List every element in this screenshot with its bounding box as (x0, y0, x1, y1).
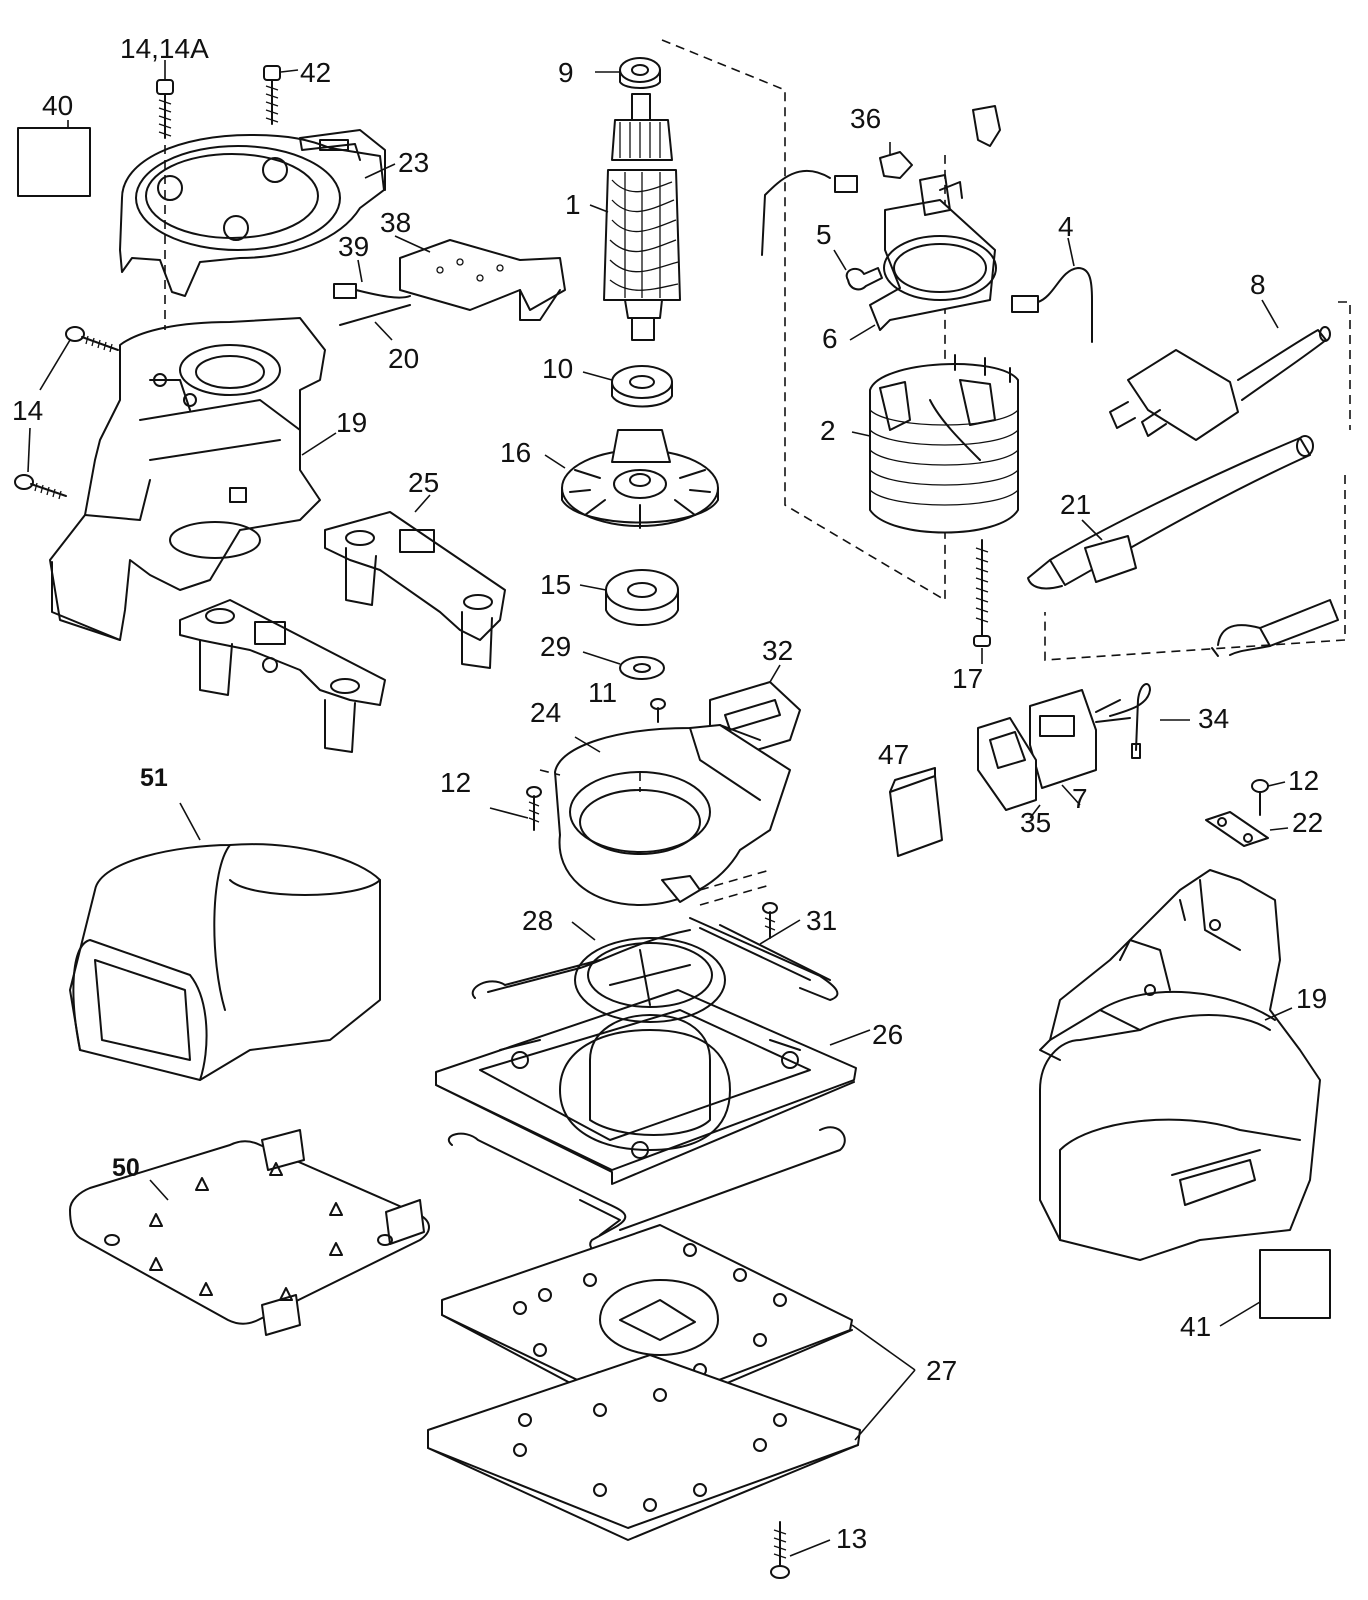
label-21: 21 (1060, 489, 1091, 520)
label-50: 50 (112, 1154, 140, 1182)
part-39-connector (333, 259, 411, 299)
part-26-platen (435, 937, 871, 1185)
part-5-spring (833, 249, 883, 291)
part-12-screw-lower-center (762, 902, 778, 939)
label-16: 16 (500, 437, 531, 468)
part-labels-by-id: 14 15 8 7 35 47 31 27 41 (540, 269, 1266, 1386)
label-9: 9 (558, 57, 574, 88)
part-27-sanding-pad-lower (427, 1354, 916, 1541)
part-14-screw-upper (39, 326, 119, 391)
part-23-top-cover (119, 129, 396, 297)
label-25: 25 (408, 467, 439, 498)
label-39: 39 (338, 231, 369, 262)
part-21-cord-guard (1027, 435, 1314, 590)
label-47-id: 47 (878, 739, 909, 770)
label-6: 6 (822, 323, 838, 354)
part-14-14a-screw (156, 60, 174, 139)
label-41-id: 41 (1180, 1311, 1211, 1342)
part-20-wire (339, 304, 411, 341)
label-42: 42 (300, 57, 331, 88)
label-19-right: 19 (1296, 983, 1327, 1014)
label-14-upper: 14 (12, 395, 43, 426)
part-25-bracket-lower (179, 599, 386, 753)
part-19-housing-left (49, 317, 337, 641)
part-28-spring-clip (471, 921, 691, 999)
part-19-housing-right (1039, 869, 1321, 1261)
part-brush-cap-right (972, 105, 1001, 147)
part-25-bracket-upper (324, 494, 506, 669)
part-labels: 40 14,14A 42 23 38 39 20 14 14 19 25 9 1… (12, 33, 1327, 1554)
part-41-label-plate (1219, 1249, 1331, 1327)
part-42-screw (263, 65, 299, 125)
label-15-id: 15 (540, 569, 571, 600)
part-24-fan-housing (554, 724, 791, 906)
part-38-circuit-board (394, 235, 566, 321)
label-34: 34 (1198, 703, 1229, 734)
label-11: 11 (588, 677, 617, 708)
label-31-id: 31 (806, 905, 837, 936)
label-36: 36 (850, 103, 881, 134)
part-cord-end (1211, 599, 1339, 657)
part-36-brush-cap (879, 142, 913, 179)
label-10: 10 (542, 353, 573, 384)
label-12-right: 12 (1288, 765, 1319, 796)
part-1-armature (589, 93, 681, 341)
part-40-label-plate (17, 120, 91, 197)
part-29-washer (582, 651, 665, 680)
part-2-field-coil (851, 354, 1019, 534)
label-2: 2 (820, 415, 836, 446)
label-19-left: 19 (336, 407, 367, 438)
part-brush-lead-upper-left (761, 169, 858, 256)
part-27-sanding-pad-upper (441, 1224, 916, 1421)
label-27-id: 27 (926, 1355, 957, 1386)
label-4: 4 (1058, 211, 1074, 242)
label-5: 5 (816, 219, 832, 250)
label-28: 28 (522, 905, 553, 936)
label-22: 22 (1292, 807, 1323, 838)
part-6-brush-ring (849, 174, 997, 341)
part-22-plate (1205, 811, 1289, 847)
part-13-screw (770, 1521, 831, 1579)
part-31-spring-clip (689, 917, 839, 1001)
part-47-plate (889, 767, 943, 857)
part-17-screw (973, 539, 991, 664)
label-1: 1 (565, 189, 581, 220)
label-23: 23 (398, 147, 429, 178)
assembly-guide-lines (164, 39, 1351, 906)
part-8-power-plug (1109, 299, 1331, 441)
part-7-switch (1029, 689, 1131, 806)
label-14-14a: 14,14A (120, 33, 209, 64)
label-26: 26 (872, 1019, 903, 1050)
part-15-bearing (579, 569, 679, 626)
label-7-id: 7 (1072, 783, 1088, 814)
label-32: 32 (762, 635, 793, 666)
label-8-id: 8 (1250, 269, 1266, 300)
part-12-screw-right (1251, 779, 1286, 816)
part-10-bearing (582, 365, 673, 408)
part-34-switch-lead (1109, 683, 1190, 759)
label-38: 38 (380, 207, 411, 238)
label-35-id: 35 (1020, 807, 1051, 838)
label-20: 20 (388, 343, 419, 374)
part-12-screw-left (489, 786, 542, 831)
label-24: 24 (530, 697, 561, 728)
label-29: 29 (540, 631, 571, 662)
part-14-screw-lower (14, 427, 67, 500)
part-4-brush (1011, 237, 1093, 343)
label-17: 17 (952, 663, 983, 694)
part-11-screw (650, 698, 666, 723)
part-51-dust-bag (69, 802, 381, 1081)
label-40: 40 (42, 90, 73, 121)
label-13: 13 (836, 1523, 867, 1554)
label-51: 51 (140, 764, 168, 792)
part-9-bearing (595, 57, 661, 89)
part-50-punch-plate (69, 1129, 430, 1336)
part-35-switch-cover (977, 717, 1041, 819)
label-12-left: 12 (440, 767, 471, 798)
part-16-fan (544, 429, 719, 529)
